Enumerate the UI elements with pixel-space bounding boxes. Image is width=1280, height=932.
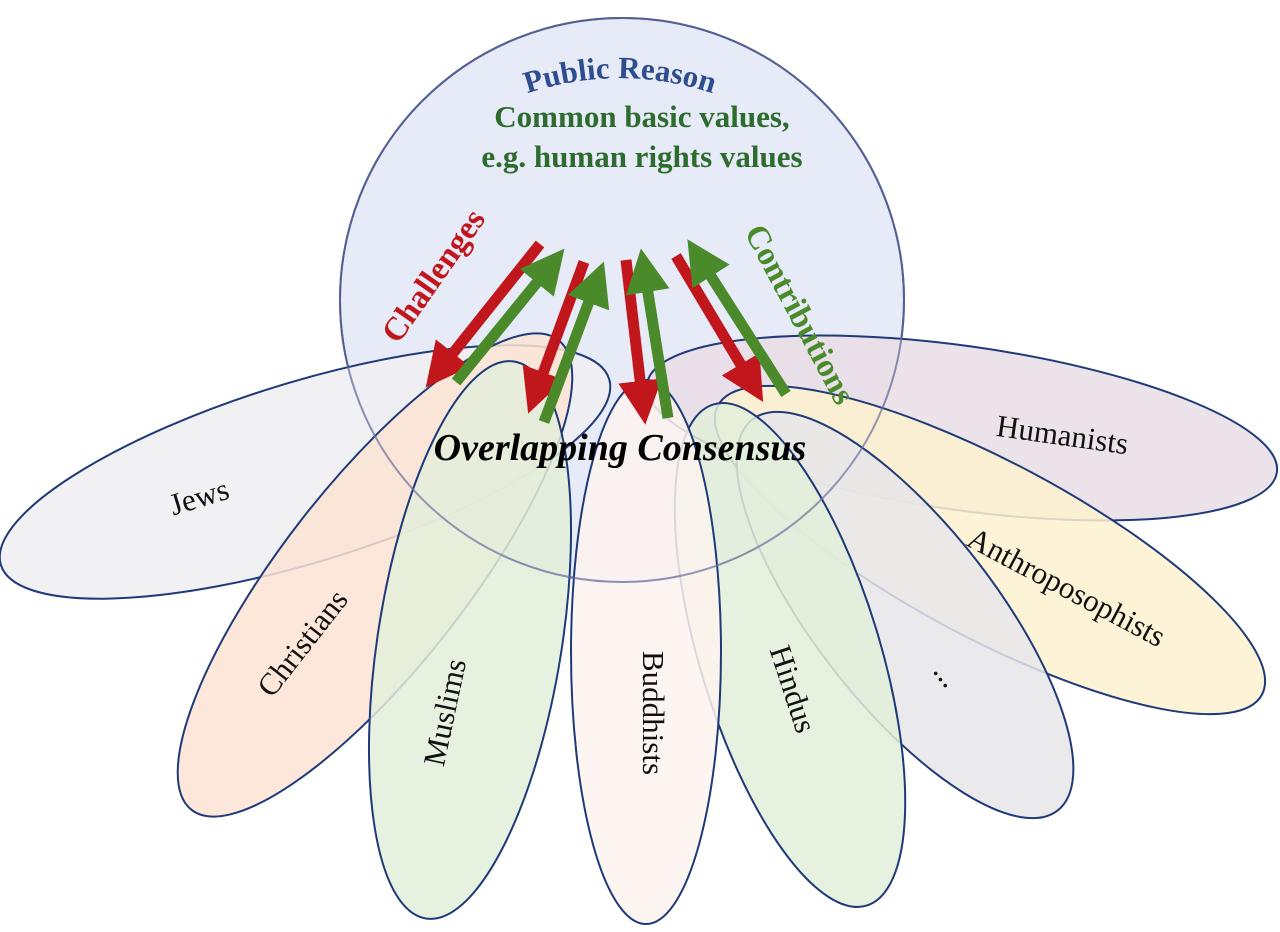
faith-groups	[0, 332, 1279, 925]
contribution-arrows	[451, 239, 791, 424]
petal-muslims	[367, 360, 573, 920]
public-reason-circle-outline	[339, 17, 905, 583]
common-values-line-1: Common basic values,	[494, 99, 789, 134]
overlapping-consensus-label: Overlapping Consensus	[434, 427, 807, 469]
label-buddhists: Buddhists	[636, 651, 671, 775]
common-values-line-2: e.g. human rights values	[481, 139, 802, 174]
contribution-arrow-humanists	[687, 239, 791, 397]
contribution-arrow-jews	[451, 248, 565, 386]
contribution-arrow-christians	[538, 261, 610, 424]
contribution-arrow-buddhists	[626, 248, 674, 419]
